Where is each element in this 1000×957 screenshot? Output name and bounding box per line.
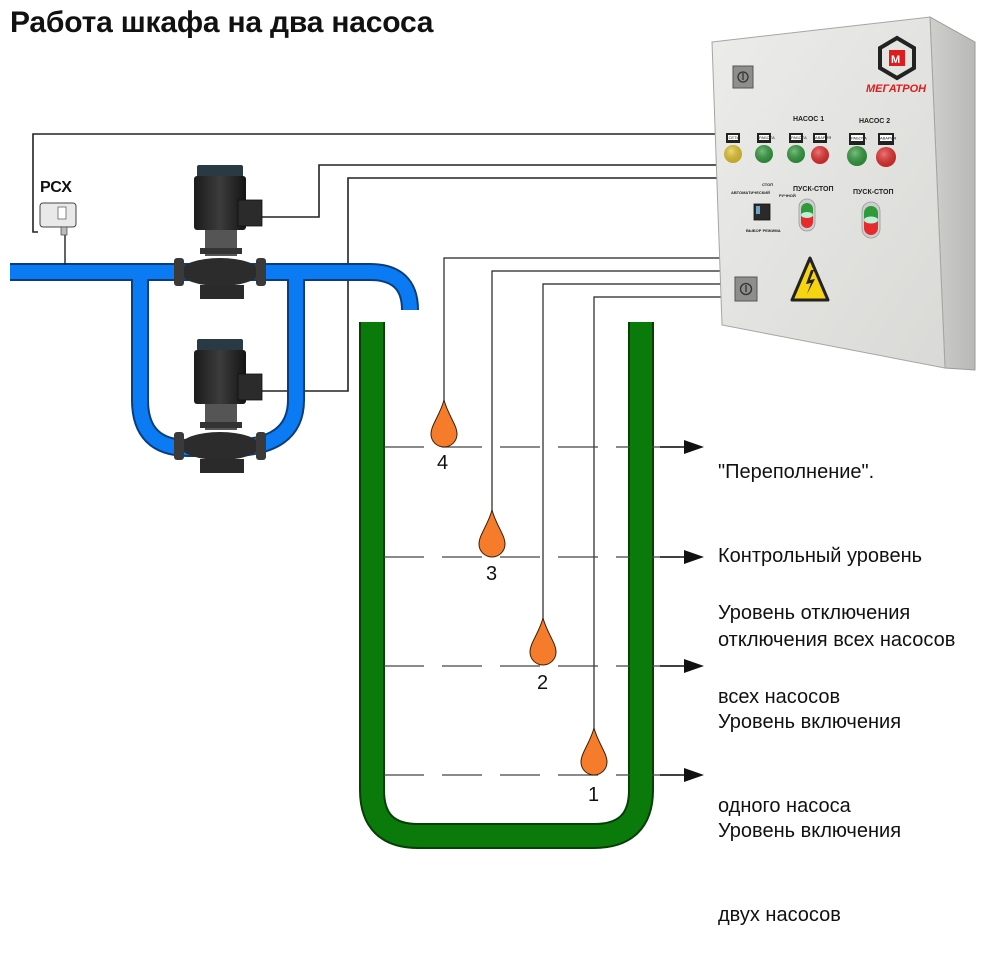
level-3-line-2: всех насосов: [718, 686, 841, 708]
brand-name: МЕГАТРОН: [866, 83, 927, 95]
diagram-title: Работа шкафа на два насоса: [10, 6, 434, 39]
start-stop-pump-1[interactable]: ПУСК-СТОП: [793, 186, 834, 232]
mode-manual-label: РУЧНОЙ: [779, 193, 796, 198]
level-4-line-3: отключения всех насосов: [718, 629, 956, 651]
svg-text:РАБОТА: РАБОТА: [791, 135, 807, 140]
level-2-line-2: одного насоса: [718, 795, 851, 817]
tank: [359, 322, 654, 849]
float-number-4: 4: [437, 452, 448, 474]
pressure-switch-label: РСХ: [40, 179, 72, 196]
mode-selector[interactable]: СТОП АВТОМАТИЧЕСКИЙ РУЧНОЙ ВЫБОР РЕЖИМА: [731, 182, 796, 233]
lamp-pump-2-fault: АВАРИЯ: [876, 133, 896, 167]
level-1-line-2: двух насосов: [718, 904, 841, 926]
float-switches: [430, 398, 608, 776]
svg-text:РАБОТА: РАБОТА: [851, 136, 867, 141]
arrow-level-1-icon: [660, 768, 704, 782]
float-switch-2-icon: [529, 616, 557, 666]
pump-1-panel-label: НАСОС 1: [793, 116, 824, 123]
lamp-work-general: РАБОТА: [755, 133, 775, 163]
main-switch-bottom[interactable]: [734, 276, 758, 302]
lamp-power: СЕТЬ: [724, 133, 742, 163]
control-wires: [32, 133, 724, 730]
wire-pump-1: [262, 164, 724, 218]
diagram-canvas: РСХ: [10, 16, 976, 849]
pump-1: [174, 165, 266, 299]
level-2-line-1: Уровень включения: [718, 711, 902, 733]
lamp-pump-1-work: РАБОТА: [787, 133, 807, 163]
float-number-1: 1: [588, 784, 599, 806]
lamp-pump-1-fault: АВАРИЯ: [811, 133, 831, 164]
svg-text:ПУСК-СТОП: ПУСК-СТОП: [853, 189, 894, 196]
start-stop-pump-2[interactable]: ПУСК-СТОП: [853, 189, 894, 239]
level-description-3: Уровень отключения всех насосов: [718, 543, 910, 739]
svg-text:СЕТЬ: СЕТЬ: [729, 135, 740, 140]
indicator-lamps: СЕТЬ РАБОТА РАБОТА АВАРИЯ РАБОТА: [724, 133, 896, 167]
level-1-line-1: Уровень включения: [718, 820, 902, 842]
svg-text:РАБОТА: РАБОТА: [759, 135, 775, 140]
wire-float-4: [443, 257, 724, 402]
discharge-pipe: [10, 265, 417, 311]
svg-text:АВАРИЯ: АВАРИЯ: [880, 136, 896, 141]
level-4-line-1: "Переполнение".: [718, 461, 875, 483]
wire-pressure-switch: [32, 133, 724, 233]
level-description-4: "Переполнение". Контрольный уровень откл…: [718, 402, 955, 682]
level-3-line-1: Уровень отключения: [718, 602, 911, 624]
float-number-2: 2: [537, 672, 548, 694]
float-switch-3-icon: [478, 508, 506, 558]
lamp-pump-2-work: РАБОТА: [847, 133, 867, 166]
mode-auto-label: АВТОМАТИЧЕСКИЙ: [731, 190, 770, 195]
main-switch-top[interactable]: [732, 65, 754, 89]
wire-float-3: [491, 270, 724, 512]
wire-float-2: [542, 283, 724, 620]
float-switch-1-icon: [580, 726, 608, 776]
float-numbers: 4 3 2 1: [437, 452, 599, 806]
float-switch-4-icon: [430, 398, 458, 448]
high-voltage-warning-icon: [790, 256, 830, 302]
level-description-1: Уровень включения двух насосов: [718, 761, 901, 957]
megatron-logo: М МЕГАТРОН: [866, 35, 927, 95]
float-number-3: 3: [486, 563, 497, 585]
svg-text:АВАРИЯ: АВАРИЯ: [815, 135, 831, 140]
mode-select-label: ВЫБОР РЕЖИМА: [746, 228, 781, 233]
level-4-line-2: Контрольный уровень: [718, 545, 923, 567]
svg-text:М: М: [891, 54, 900, 66]
control-cabinet: М МЕГАТРОН НАСОС 1 НАСОС 2 СЕТЬ РАБОТА: [711, 16, 976, 371]
pump-2: [174, 339, 266, 473]
level-description-2: Уровень включения одного насоса: [718, 652, 901, 848]
svg-text:ПУСК-СТОП: ПУСК-СТОП: [793, 186, 834, 193]
mode-stop-label: СТОП: [762, 182, 773, 187]
pressure-switch: РСХ: [39, 179, 77, 236]
wire-float-1: [593, 296, 724, 730]
arrow-level-3-icon: [660, 550, 704, 564]
arrow-level-2-icon: [660, 659, 704, 673]
level-arrows: [660, 440, 704, 782]
pump-2-panel-label: НАСОС 2: [859, 118, 890, 125]
arrow-level-4-icon: [660, 440, 704, 454]
